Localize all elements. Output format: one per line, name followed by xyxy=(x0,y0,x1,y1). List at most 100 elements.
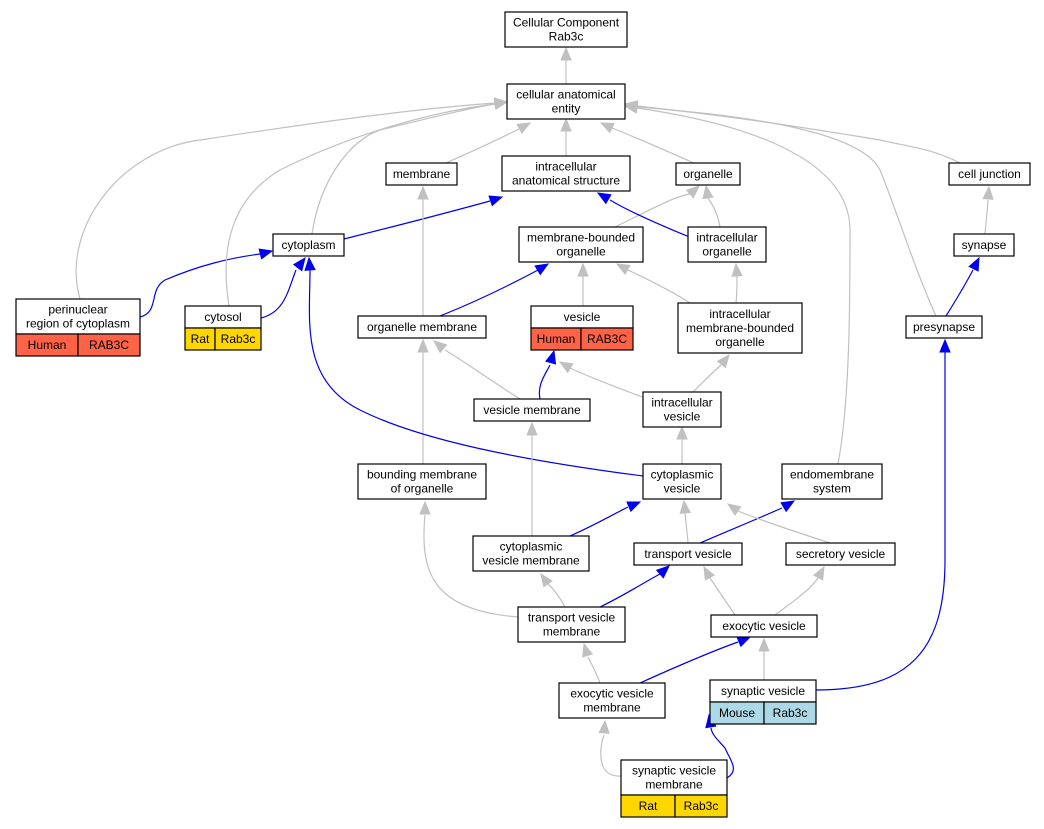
term-label-line: cytoplasmic xyxy=(500,540,563,554)
term-box xyxy=(633,542,743,566)
species-label: Rat xyxy=(191,332,210,346)
edge-cvm-to-cv xyxy=(569,506,629,537)
term-label-line: anatomical structure xyxy=(512,174,620,188)
arrowhead-bmo-to-orgmem xyxy=(417,338,429,353)
term-node-organelle[interactable]: organelle xyxy=(675,162,741,186)
edge-iv-to-imbo xyxy=(692,364,722,393)
arrowhead-imbo-to-io xyxy=(731,262,743,277)
term-label-line: transport vesicle xyxy=(644,547,732,561)
edge-ev-to-sv xyxy=(774,577,819,616)
term-box xyxy=(15,298,141,335)
species-label: Rat xyxy=(639,799,658,813)
edge-endo-to-cae xyxy=(636,107,851,465)
edge-perinuclear-to-cae xyxy=(75,102,496,300)
edge-presynapse-to-synapse xyxy=(945,269,974,317)
arrowhead-iv-to-imbo xyxy=(716,353,730,369)
species-label: Mouse xyxy=(719,706,755,720)
term-label-line: vesicle xyxy=(664,482,701,496)
term-node-ev[interactable]: exocytic vesicle xyxy=(710,614,818,638)
term-node-celljunction[interactable]: cell junction xyxy=(948,162,1031,186)
term-label-line: perinuclear xyxy=(48,303,107,317)
term-box xyxy=(558,682,666,719)
term-node-sv[interactable]: secretory vesicle xyxy=(785,542,896,566)
edge-orgmem-to-mbo xyxy=(439,269,539,317)
term-label-line: vesicle xyxy=(564,310,601,324)
term-label-line: transport vesicle xyxy=(528,611,616,625)
edge-presynapse-to-cae xyxy=(636,106,937,317)
arrowhead-ev-to-sv xyxy=(812,565,825,581)
term-label-line: membrane xyxy=(645,778,703,792)
term-node-orgmem[interactable]: organelle membrane xyxy=(357,315,487,339)
gene-cell xyxy=(674,794,728,818)
edge-cv-to-cytoplasm xyxy=(308,269,644,477)
arrowhead-cv-to-cytoplasm xyxy=(304,256,316,271)
term-label-line: intracellular xyxy=(535,160,596,174)
term-node-tv[interactable]: transport vesicle xyxy=(633,542,743,566)
term-box xyxy=(518,226,644,263)
term-label-line: membrane-bounded xyxy=(686,321,794,335)
term-label-line: cytosol xyxy=(204,310,241,324)
edge-vesmem-to-vesicle xyxy=(538,364,551,400)
term-label-line: vesicle xyxy=(664,410,701,424)
edge-iv-to-vesicle xyxy=(569,367,646,399)
edge-tvm-to-cvm xyxy=(547,583,566,608)
arrowhead-tvm-to-cvm xyxy=(540,572,553,588)
term-box xyxy=(272,233,345,257)
term-box xyxy=(781,463,883,500)
edge-imbo-to-io xyxy=(735,275,738,304)
arrowhead-membrane-to-cae xyxy=(516,122,532,135)
arrowhead-synves-to-presynapse xyxy=(939,338,951,353)
edge-tv-to-endo xyxy=(699,507,783,544)
gene-label: Rab3c xyxy=(221,332,256,346)
arrowhead-perinuclear-to-cytoplasm xyxy=(258,248,274,260)
term-node-vesmem[interactable]: vesicle membrane xyxy=(473,398,591,422)
term-label-line: Rab3c xyxy=(549,30,584,44)
gene-label: RAB3C xyxy=(587,332,627,346)
term-label-line: system xyxy=(813,482,851,496)
edge-organelle-to-cae xyxy=(611,127,695,164)
term-label-line: region of cytoplasm xyxy=(26,317,130,331)
term-label-line: exocytic vesicle xyxy=(570,687,654,701)
term-box xyxy=(517,606,626,643)
edge-tvm-to-tv xyxy=(599,573,661,608)
term-box xyxy=(905,315,983,339)
arrowhead-imbo-to-mbo xyxy=(615,263,631,276)
term-label-line: secretory vesicle xyxy=(796,547,886,561)
term-label-line: synaptic vesicle xyxy=(632,764,716,778)
term-label-line: cytoplasm xyxy=(281,238,335,252)
term-node-membrane[interactable]: membrane xyxy=(385,162,458,186)
edge-imbo-to-mbo xyxy=(627,269,691,304)
term-node-cytoplasm[interactable]: cytoplasm xyxy=(272,233,345,257)
term-node-presynapse[interactable]: presynapse xyxy=(905,315,983,339)
arrowhead-evm-to-ev xyxy=(736,636,752,648)
gene-cell xyxy=(77,333,141,357)
term-box xyxy=(677,302,803,354)
term-label-line: Cellular Component xyxy=(513,16,620,30)
term-node-synapse[interactable]: synapse xyxy=(953,233,1015,257)
arrowhead-cv-to-iv xyxy=(676,425,688,440)
edge-ev-to-tv xyxy=(709,577,736,616)
arrowhead-organelle-to-cae xyxy=(599,122,615,134)
term-label-line: vesicle membrane xyxy=(483,403,581,417)
term-label-line: vesicle membrane xyxy=(482,554,580,568)
